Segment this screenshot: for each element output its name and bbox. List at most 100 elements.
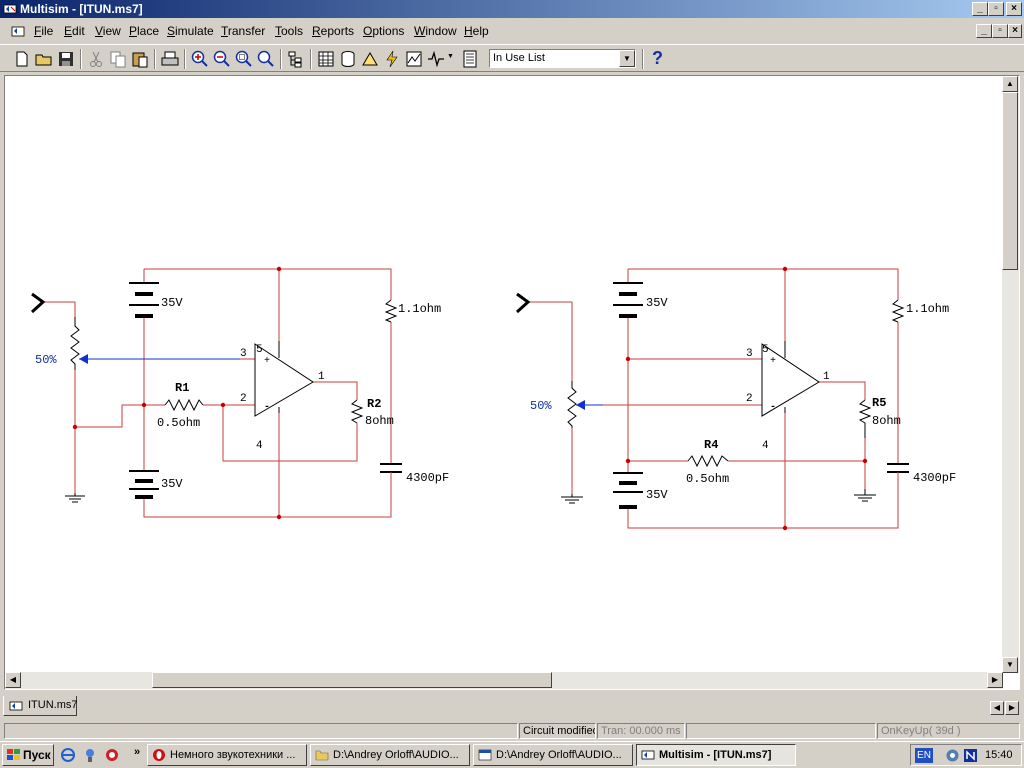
menu-simulate[interactable]: Simulate bbox=[167, 24, 214, 38]
cut-icon[interactable] bbox=[86, 49, 106, 69]
folder-icon bbox=[315, 750, 329, 761]
help-icon[interactable]: ? bbox=[652, 48, 663, 68]
menu-transfer[interactable]: Transfer bbox=[221, 24, 266, 38]
schematic-svg[interactable]: + - + - 35V 35V 50% 1.1ohm R1 0.5ohm R2 … bbox=[5, 76, 1003, 673]
svg-text:-: - bbox=[770, 402, 776, 413]
maximize-button[interactable]: ▫ bbox=[988, 2, 1004, 16]
analysis-icon[interactable] bbox=[426, 49, 446, 69]
save-icon[interactable] bbox=[56, 49, 76, 69]
database-icon[interactable] bbox=[338, 49, 358, 69]
pin-4-label: 4 bbox=[762, 440, 769, 452]
svg-text:-: - bbox=[264, 402, 270, 413]
schematic-file-icon bbox=[9, 701, 23, 711]
in-use-list-value: In Use List bbox=[493, 52, 545, 64]
toolbar-separator bbox=[80, 49, 82, 69]
r5-name: R5 bbox=[872, 396, 886, 410]
menu-options[interactable]: Options bbox=[363, 24, 405, 38]
tab-scroll-right-icon[interactable]: ▶ bbox=[1005, 701, 1019, 715]
menu-tools[interactable]: Tools bbox=[275, 24, 304, 38]
print-icon[interactable] bbox=[160, 49, 180, 69]
spreadsheet-icon[interactable] bbox=[316, 49, 336, 69]
antivirus-icon[interactable] bbox=[963, 748, 978, 763]
copy-icon[interactable] bbox=[108, 49, 128, 69]
window-title: Multisim - [ITUN.ms7] bbox=[20, 2, 143, 16]
zoom-out-icon[interactable] bbox=[212, 49, 232, 69]
windows-taskbar: Пуск » Немного звукотехники ... D:\Andre… bbox=[0, 741, 1024, 768]
pin-2-label: 2 bbox=[746, 393, 753, 405]
schematic-canvas[interactable]: + - + - 35V 35V 50% 1.1ohm R1 0.5ohm R2 … bbox=[5, 76, 1003, 673]
network-icon[interactable] bbox=[945, 748, 960, 763]
close-button[interactable]: × bbox=[1006, 2, 1022, 16]
menu-reports[interactable]: Reports bbox=[312, 24, 355, 38]
paste-icon[interactable] bbox=[130, 49, 150, 69]
task-button-active[interactable]: Multisim - [ITUN.ms7] bbox=[636, 744, 796, 766]
horizontal-scrollbar[interactable]: ◀ ▶ bbox=[5, 672, 1003, 689]
minimize-button[interactable]: _ bbox=[972, 2, 988, 16]
zoom-fit-icon[interactable] bbox=[256, 49, 276, 69]
feedback-resistor-label: 1.1ohm bbox=[398, 302, 441, 316]
task-button[interactable]: D:\Andrey Orloff\AUDIO... bbox=[473, 744, 633, 766]
battery-bottom-label: 35V bbox=[646, 488, 668, 502]
electrical-rules-icon[interactable] bbox=[382, 49, 402, 69]
in-use-list-dropdown[interactable]: In Use List ▼ bbox=[489, 49, 636, 68]
open-folder-icon[interactable] bbox=[34, 49, 54, 69]
capacitor-label: 4300pF bbox=[913, 471, 956, 485]
postprocessor-icon[interactable] bbox=[460, 49, 480, 69]
menu-help[interactable]: Help bbox=[464, 24, 489, 38]
menu-view[interactable]: View bbox=[95, 24, 121, 38]
doc-minimize-button[interactable]: _ bbox=[976, 24, 992, 38]
task-button[interactable]: Немного звукотехники ... bbox=[147, 744, 307, 766]
status-pane-main bbox=[4, 723, 518, 739]
explorer-window-icon bbox=[478, 749, 492, 761]
document-icon[interactable] bbox=[10, 23, 26, 39]
toolbar-separator bbox=[310, 49, 312, 69]
opera-icon bbox=[153, 749, 165, 761]
doc-close-button[interactable]: × bbox=[1008, 24, 1022, 38]
status-event: OnKeyUp( 39d ) bbox=[877, 723, 1020, 739]
media-player-icon[interactable] bbox=[82, 747, 98, 763]
internet-explorer-icon[interactable] bbox=[60, 747, 76, 763]
status-pane-empty bbox=[686, 723, 876, 739]
feedback-resistor-label: 1.1ohm bbox=[906, 302, 949, 316]
capacitor-label: 4300pF bbox=[406, 471, 449, 485]
pin-5-label: 5 bbox=[762, 344, 769, 356]
tab-itun[interactable]: ITUN.ms7 bbox=[3, 696, 78, 716]
quick-launch-icon[interactable] bbox=[104, 747, 120, 763]
task-button[interactable]: D:\Andrey Orloff\AUDIO... bbox=[310, 744, 470, 766]
doc-restore-button[interactable]: ▫ bbox=[992, 24, 1008, 38]
vertical-scrollbar[interactable]: ▲ ▼ bbox=[1002, 76, 1019, 673]
vertical-scroll-thumb[interactable] bbox=[1002, 92, 1018, 270]
menu-edit[interactable]: Edit bbox=[64, 24, 85, 38]
battery-top-label: 35V bbox=[646, 296, 668, 310]
new-file-icon[interactable] bbox=[12, 49, 32, 69]
clock: 15:40 bbox=[985, 749, 1013, 761]
toolbar: ▼ In Use List ▼ ? bbox=[0, 44, 1024, 72]
tab-scroll-left-icon[interactable]: ◀ bbox=[990, 701, 1004, 715]
menu-file[interactable]: File bbox=[34, 24, 54, 38]
zoom-in-icon[interactable] bbox=[190, 49, 210, 69]
scroll-left-icon[interactable]: ◀ bbox=[5, 672, 21, 688]
analysis-dropdown-icon[interactable]: ▼ bbox=[447, 53, 454, 60]
r1-value: 0.5ohm bbox=[157, 416, 200, 430]
hierarchy-icon[interactable] bbox=[286, 49, 306, 69]
horizontal-scroll-thumb[interactable] bbox=[152, 672, 552, 688]
multisim-app-icon bbox=[3, 4, 17, 14]
scroll-down-icon[interactable]: ▼ bbox=[1002, 657, 1018, 673]
menu-place[interactable]: Place bbox=[129, 24, 160, 38]
menu-window[interactable]: Window bbox=[414, 24, 457, 38]
start-button[interactable]: Пуск bbox=[2, 744, 54, 766]
component-wizard-icon[interactable] bbox=[360, 49, 380, 69]
multisim-task-icon bbox=[641, 750, 655, 760]
grapher-icon[interactable] bbox=[404, 49, 424, 69]
scroll-right-icon[interactable]: ▶ bbox=[987, 672, 1003, 688]
tab-label: ITUN.ms7 bbox=[28, 699, 78, 711]
chevron-down-icon[interactable]: ▼ bbox=[619, 50, 635, 67]
zoom-area-icon[interactable] bbox=[234, 49, 254, 69]
quick-launch-more-icon[interactable]: » bbox=[134, 746, 141, 758]
toolbar-separator bbox=[184, 49, 186, 69]
start-label: Пуск bbox=[23, 748, 51, 762]
language-indicator[interactable]: EN bbox=[915, 748, 933, 763]
task-label: D:\Andrey Orloff\AUDIO... bbox=[333, 749, 459, 761]
pin-3-label: 3 bbox=[240, 348, 247, 360]
scroll-up-icon[interactable]: ▲ bbox=[1002, 76, 1018, 92]
